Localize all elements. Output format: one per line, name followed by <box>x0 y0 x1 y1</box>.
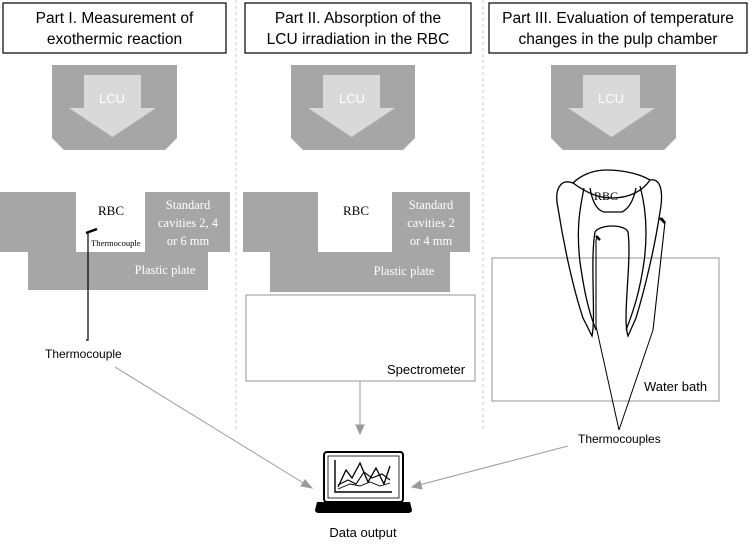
part3-panel: Part III. Evaluation of temperature chan… <box>488 2 748 446</box>
thermocouple-tip <box>85 227 98 235</box>
part2-title-line1: Part II. Absorption of the <box>275 10 441 27</box>
specimen-block <box>0 192 230 290</box>
part1-panel: Part I. Measurement of exothermic reacti… <box>0 2 230 361</box>
lcu-label: LCU <box>99 91 125 106</box>
spectrometer-label: Spectrometer <box>387 362 466 377</box>
part2-title-box <box>244 2 472 54</box>
inner-thermocouple-label: Thermocouple <box>91 238 141 248</box>
part1-title-line1: Part I. Measurement of <box>36 10 194 27</box>
lcu-arrow-icon <box>69 75 156 137</box>
thermocouple-leader <box>618 329 654 431</box>
part2-title-line2: LCU irradiation in the RBC <box>267 31 450 48</box>
arrowhead-icon <box>410 480 423 490</box>
part1-title-box <box>2 2 227 54</box>
chart-axes <box>334 460 392 493</box>
cavities-line2: cavities 2 <box>407 216 455 230</box>
surface-thermocouple-tip <box>659 217 666 224</box>
arrowhead-icon <box>355 424 365 436</box>
chart-line-2 <box>337 471 391 486</box>
rbc-label: RBC <box>594 189 618 203</box>
pulp-thermocouple-wire <box>595 235 599 326</box>
part3-title-line1: Part III. Evaluation of temperature <box>502 10 734 27</box>
laptop-screen-inner <box>327 455 400 499</box>
thermocouple-label: Thermocouple <box>45 347 122 361</box>
lcu-arrow-icon <box>568 75 655 137</box>
laptop-chart-icon <box>315 451 412 513</box>
chart-line-3 <box>337 481 391 490</box>
plastic-plate-label: Plastic plate <box>374 264 435 278</box>
lcu-label: LCU <box>339 91 365 106</box>
cavities-line3: or 6 mm <box>167 234 210 248</box>
water-bath-box <box>491 257 720 402</box>
cavities-line1: Standard <box>166 198 211 212</box>
cavities-line2: cavities 2, 4 <box>158 216 219 230</box>
tooth-icon <box>556 169 663 338</box>
connector-part1 <box>114 366 306 485</box>
water-bath-label: Water bath <box>644 379 707 394</box>
connector-part3 <box>418 445 569 486</box>
thermocouples-label: Thermocouples <box>578 432 661 446</box>
cavities-line1: Standard <box>409 198 454 212</box>
data-output-label: Data output <box>329 525 397 540</box>
part3-title-box <box>488 2 748 54</box>
rbc-label: RBC <box>343 203 369 218</box>
spectrometer-box <box>245 294 476 382</box>
rbc-label: RBC <box>98 203 124 218</box>
surface-thermocouple-wire <box>652 217 666 331</box>
thermocouple-leader <box>595 325 620 431</box>
lcu-arrow-icon <box>308 75 395 137</box>
connectors <box>114 366 569 490</box>
laptop-screen <box>323 451 404 503</box>
pulp-thermocouple-tip <box>595 235 601 241</box>
part3-title-line2: changes in the pulp chamber <box>518 31 717 48</box>
plastic-plate-label: Plastic plate <box>135 263 196 277</box>
lcu-label: LCU <box>598 91 624 106</box>
cavities-line3: or 4 mm <box>410 234 453 248</box>
arrowhead-icon <box>300 479 314 489</box>
part1-title-line2: exothermic reaction <box>47 31 182 48</box>
part2-panel: Part II. Absorption of the LCU irradiati… <box>243 2 476 382</box>
laptop-base <box>315 502 412 513</box>
specimen-block <box>243 192 470 292</box>
